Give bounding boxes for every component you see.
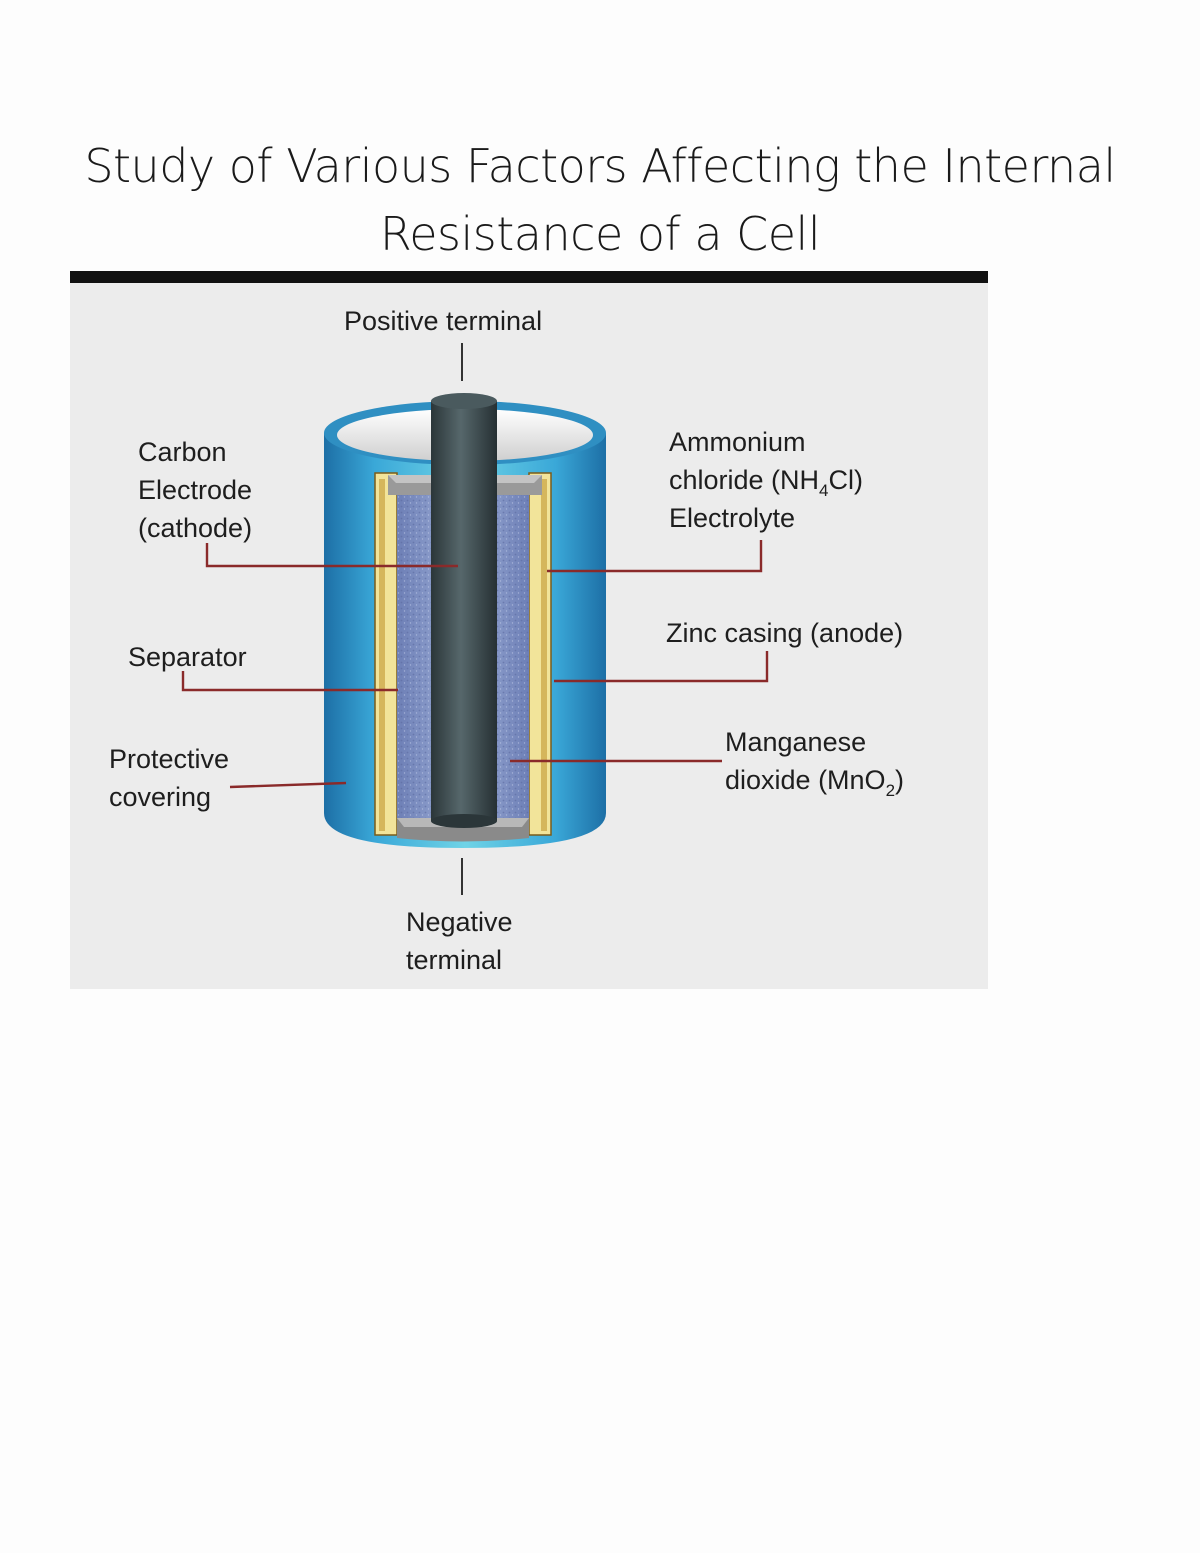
ammonium-subscript: 4: [819, 481, 828, 500]
dry-cell-diagram: Positive terminal Carbon Electrode (cath…: [70, 283, 988, 989]
protective-leader-line: [229, 781, 347, 789]
page-title: Study of Various Factors Affecting the I…: [0, 132, 1200, 268]
negative-label-line-2: terminal: [406, 945, 502, 975]
zinc-label: Zinc casing (anode): [666, 618, 903, 648]
zinc-casing-shape: [374, 472, 552, 836]
ammonium-leader-line: [547, 540, 763, 573]
protective-label-line-1: Protective: [109, 744, 229, 774]
separator-label: Separator: [128, 642, 247, 672]
ammonium-label-line-1: Ammonium: [669, 427, 806, 457]
title-line-2: Resistance of a Cell: [379, 207, 821, 261]
manganese-subscript: 2: [886, 781, 895, 800]
protective-label-line-2: covering: [109, 782, 211, 812]
zinc-leader-line: [554, 651, 769, 683]
manganese-label-line-1: Manganese: [725, 727, 866, 757]
ammonium-text-b: Cl): [829, 465, 864, 495]
negative-label-line-1: Negative: [406, 907, 513, 937]
carbon-label-line-1: Carbon: [138, 437, 227, 467]
carbon-rod-shape: [431, 393, 497, 828]
ammonium-text-a: chloride (NH: [669, 465, 819, 495]
manganese-text-b: ): [895, 765, 904, 795]
separator-leader-line: [181, 671, 398, 692]
ammonium-label-line-3: Electrolyte: [669, 503, 795, 533]
carbon-label-line-3: (cathode): [138, 513, 252, 543]
manganese-text-a: dioxide (MnO: [725, 765, 886, 795]
positive-terminal-label: Positive terminal: [344, 306, 542, 336]
ammonium-label-line-2: chloride (NH4Cl): [669, 465, 863, 500]
dry-cell-illustration: Positive terminal Carbon Electrode (cath…: [109, 306, 904, 975]
manganese-label-line-2: dioxide (MnO2): [725, 765, 904, 800]
title-line-1: Study of Various Factors Affecting the I…: [84, 139, 1116, 193]
carbon-leader-line: [205, 543, 458, 568]
header-rule: [70, 271, 988, 283]
carbon-label-line-2: Electrode: [138, 475, 252, 505]
